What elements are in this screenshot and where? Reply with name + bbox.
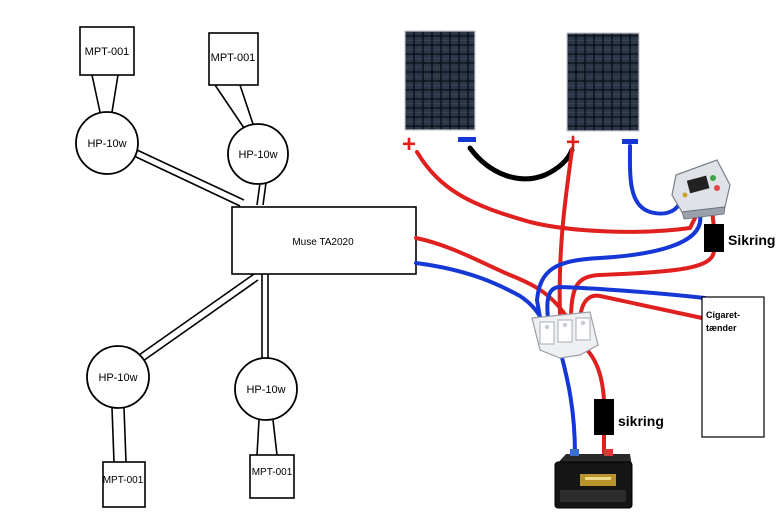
speaker-2-label: HP-10w	[238, 149, 277, 161]
solar-panel-1	[404, 30, 476, 131]
negative-wires	[414, 144, 707, 457]
speaker-3: HP-10w	[86, 345, 150, 409]
tweeter-1-label: MPT-001	[85, 46, 130, 58]
fuse-top: Sikring	[704, 224, 775, 252]
panel-1-plus-sign: +	[402, 131, 416, 158]
tweeter-2-label: MPT-001	[211, 52, 256, 64]
amplifier-label: Muse TA2020	[292, 237, 354, 248]
panel-2-plus-sign: +	[566, 129, 580, 156]
cigarette-lighter: Cigaret- tænder	[701, 296, 765, 438]
charge-controller	[671, 159, 731, 220]
speaker-4-label: HP-10w	[246, 384, 285, 396]
speaker-wires	[91, 74, 278, 463]
tweeter-2: MPT-001	[208, 32, 259, 86]
speaker-1: HP-10w	[75, 111, 139, 175]
speaker-3-label: HP-10w	[98, 372, 137, 384]
positive-wires	[414, 148, 716, 457]
lighter-label-line2: tænder	[706, 323, 737, 333]
lighter-label-line1: Cigaret-	[706, 310, 740, 320]
fuse-bottom-label: sikring	[618, 413, 664, 429]
tweeter-3: MPT-001	[102, 461, 146, 508]
tweeter-3-label: MPT-001	[103, 475, 144, 486]
fuse-top-label: Sikring	[728, 232, 775, 248]
tweeter-4-label: MPT-001	[252, 467, 293, 478]
tweeter-4: MPT-001	[249, 454, 295, 499]
battery	[554, 449, 633, 509]
tweeter-1: MPT-001	[79, 26, 135, 76]
amplifier: Muse TA2020	[231, 206, 417, 275]
terminal-block	[531, 311, 599, 359]
fuse-bottom: sikring	[594, 399, 664, 435]
panel-link-wire	[467, 145, 575, 182]
solar-panel-2	[566, 32, 640, 132]
speaker-4: HP-10w	[234, 357, 298, 421]
speaker-1-label: HP-10w	[87, 138, 126, 150]
panel-2-minus-sign	[622, 139, 638, 144]
panel-1-minus-sign	[458, 137, 476, 142]
speaker-2: HP-10w	[227, 123, 289, 185]
